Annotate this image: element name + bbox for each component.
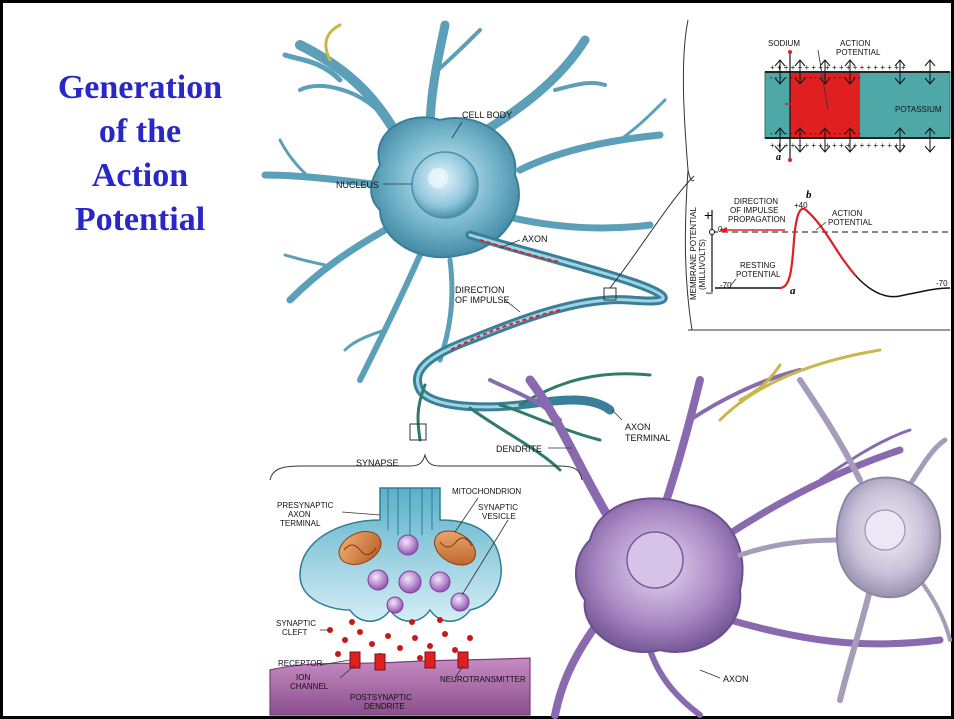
label-action-potential-top-1: ACTION bbox=[840, 39, 870, 48]
label-point-b: b bbox=[806, 189, 812, 201]
label-presynaptic-3: TERMINAL bbox=[280, 519, 321, 528]
membrane-inset: + + + + + + + + + + + + + + + + + + + + … bbox=[610, 20, 950, 330]
tick-neg70-right: -70 bbox=[936, 279, 948, 288]
label-dendrite: DENDRITE bbox=[496, 444, 542, 454]
grey-neuron bbox=[740, 380, 950, 700]
svg-text:+ + + + + + + + + + + + + + +: + + + + + + + + + + + + + + + + + + + + bbox=[770, 141, 906, 150]
label-mitochondrion: MITOCHONDRION bbox=[452, 487, 521, 496]
neurotransmitter-dots bbox=[327, 617, 473, 663]
label-synaptic-vesicle-2: VESICLE bbox=[482, 512, 516, 521]
label-resting-1: RESTING bbox=[740, 261, 776, 270]
label-potassium: POTASSIUM bbox=[895, 105, 942, 114]
label-membrane-potential-1: MEMBRANE POTENTIAL bbox=[689, 207, 698, 300]
label-postsynaptic-2: DENDRITE bbox=[364, 702, 405, 711]
label-receptor: RECEPTOR bbox=[278, 659, 323, 668]
label-direction-propagation-1: DIRECTION bbox=[734, 197, 778, 206]
label-synapse: SYNAPSE bbox=[356, 458, 399, 468]
label-synaptic-cleft-1: SYNAPTIC bbox=[276, 619, 316, 628]
synapse-inset: PRESYNAPTIC AXON TERMINAL MITOCHONDRION … bbox=[270, 455, 582, 715]
svg-text:- - - - - - - - - - - - - - -: - - - - - - - - - - - - - - - - - - - bbox=[770, 129, 861, 138]
label-direction-impulse-1: DIRECTION bbox=[455, 285, 505, 295]
label-axon-terminal-2: TERMINAL bbox=[625, 433, 671, 443]
label-ap-graph-1: ACTION bbox=[832, 209, 862, 218]
label-postsynaptic-1: POSTSYNAPTIC bbox=[350, 693, 412, 702]
blue-neuron bbox=[265, 25, 665, 470]
label-membrane-potential-2: (MILLIVOLTS) bbox=[698, 239, 707, 290]
label-direction-impulse-2: OF IMPULSE bbox=[455, 295, 510, 305]
label-point-a: a bbox=[790, 285, 796, 297]
label-minus: – bbox=[706, 285, 713, 299]
svg-text:+ + + + + + + + + + + + + + +: + + + + + + + + + + + + + + + + + + + + bbox=[770, 63, 906, 72]
label-ion-channel-1: ION bbox=[296, 673, 310, 682]
label-direction-propagation-3: PROPAGATION bbox=[728, 215, 786, 224]
label-neurotransmitter: NEUROTRANSMITTER bbox=[440, 675, 526, 684]
label-nucleus: NUCLEUS bbox=[336, 180, 379, 190]
label-cell-body: CELL BODY bbox=[462, 110, 512, 120]
label-direction-propagation-2: OF IMPULSE bbox=[730, 206, 778, 215]
label-plus: + bbox=[704, 207, 712, 223]
label-a-top: a bbox=[776, 152, 781, 163]
svg-text:- - - - - - - - - - - - - - -: - - - - - - - - - - - - - - - - - - - bbox=[770, 73, 861, 82]
label-resting-2: POTENTIAL bbox=[736, 270, 781, 279]
label-axon-bottom: AXON bbox=[723, 674, 749, 684]
label-presynaptic-1: PRESYNAPTIC bbox=[277, 501, 334, 510]
label-sodium: SODIUM bbox=[768, 39, 800, 48]
blue-axon bbox=[417, 235, 663, 410]
label-ap-graph-2: POTENTIAL bbox=[828, 218, 873, 227]
label-action-potential-top-2: POTENTIAL bbox=[836, 48, 881, 57]
purple-nucleus bbox=[627, 532, 683, 588]
action-potential-graph: MEMBRANE POTENTIAL (MILLIVOLTS) + – +40 … bbox=[689, 189, 950, 300]
label-axon-top: AXON bbox=[522, 234, 548, 244]
label-synaptic-vesicle-1: SYNAPTIC bbox=[478, 503, 518, 512]
label-ion-channel-2: CHANNEL bbox=[290, 682, 329, 691]
label-synaptic-cleft-2: CLEFT bbox=[282, 628, 307, 637]
tick-40: +40 bbox=[794, 201, 808, 210]
label-presynaptic-2: AXON bbox=[288, 510, 311, 519]
label-axon-terminal-1: AXON bbox=[625, 422, 651, 432]
tick-0: 0 bbox=[718, 225, 723, 234]
